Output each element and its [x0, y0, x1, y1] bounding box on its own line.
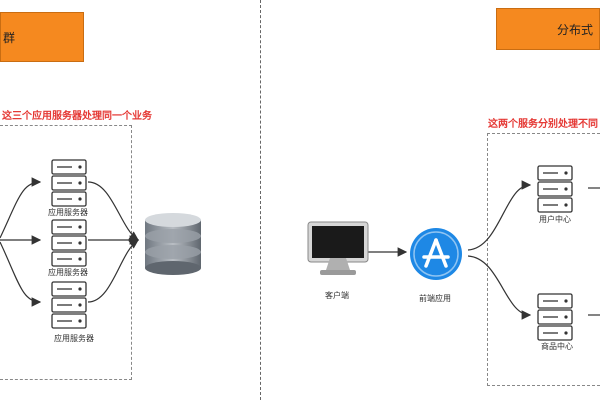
database-icon: [145, 213, 201, 275]
arrow-server-3-to-db: [87, 239, 139, 303]
server-icon: [537, 165, 573, 213]
service-node-user-center: [532, 164, 582, 214]
server-node-1: [44, 158, 94, 218]
service-node-product-center: [532, 292, 582, 342]
right-service-group: [487, 133, 600, 386]
left-caption: 这三个应用服务器处理同一个业务: [2, 111, 152, 122]
right-title: 分布式: [556, 22, 593, 37]
frontend-label: 前端应用: [419, 294, 451, 303]
left-title: 群: [3, 30, 16, 45]
service-label-product-center: 商品中心: [541, 342, 573, 351]
server-icon: [537, 293, 573, 341]
server-icon: [51, 159, 87, 207]
frontend-node: [408, 226, 464, 282]
client-label: 客户端: [325, 291, 349, 300]
arrow-frontend-to-product-center: [467, 255, 532, 320]
server-node-2: [44, 218, 94, 278]
server-label-3: 应用服务器: [54, 334, 94, 343]
server-icon: [51, 219, 87, 267]
arrow-to-server-3: [0, 241, 42, 307]
app-store-icon: [410, 228, 462, 280]
database-node: [140, 210, 206, 276]
client-node: [306, 220, 370, 280]
server-icon: [51, 281, 87, 329]
center-divider: [260, 0, 261, 400]
server-label-2: 应用服务器: [48, 268, 88, 277]
arrow-frontend-to-user-center: [467, 180, 532, 251]
arrow-to-server-1: [0, 177, 42, 239]
server-label-1: 应用服务器: [48, 208, 88, 217]
server-node-3: [44, 280, 94, 340]
right-title-box: 分布式: [496, 8, 600, 50]
left-server-group: [0, 125, 132, 380]
arrow-server-1-to-db: [87, 181, 139, 241]
monitor-icon: [307, 221, 369, 275]
right-caption: 这两个服务分别处理不同: [488, 119, 598, 130]
service-label-user-center: 用户中心: [539, 215, 571, 224]
left-title-box: 群: [0, 12, 84, 62]
